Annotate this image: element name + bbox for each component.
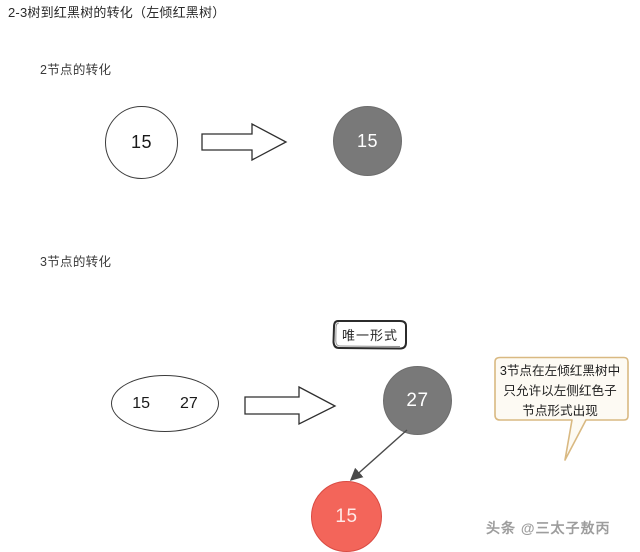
callout-bubble-shape <box>494 356 629 461</box>
three-node-source-value-right: 27 <box>180 394 198 412</box>
three-node-result-child-value: 15 <box>335 505 358 527</box>
three-node-source-value-left: 15 <box>132 394 150 412</box>
arrow-down-left-icon <box>349 429 408 481</box>
unique-form-badge: 唯一形式 <box>331 318 409 351</box>
section-label-two-node: 2节点的转化 <box>40 63 112 77</box>
two-node-result-value: 15 <box>356 130 379 151</box>
page-title: 2-3树到红黑树的转化（左倾红黑树） <box>8 5 226 20</box>
watermark-text: 头条 @三太子敖丙 <box>486 520 611 536</box>
sketch-rounded-rect-icon <box>332 320 407 350</box>
three-node-source-ellipse: 15 27 <box>111 375 219 432</box>
three-node-result-parent-circle: 27 <box>383 366 452 435</box>
two-node-source-value: 15 <box>130 132 153 152</box>
unique-form-badge-label: 唯一形式 <box>341 328 398 343</box>
two-node-result-circle: 15 <box>333 106 402 176</box>
three-node-result-child-circle: 15 <box>311 481 382 552</box>
three-node-result-parent-value: 27 <box>406 389 429 411</box>
block-arrow-right-icon-three-node <box>244 385 337 426</box>
two-node-source-circle: 15 <box>105 106 178 179</box>
annotation-callout-text: 3节点在左倾红黑树中只允许以左侧红色子节点形式出现 <box>499 364 621 418</box>
block-arrow-right-icon-two-node <box>201 122 288 162</box>
section-label-three-node: 3节点的转化 <box>40 255 112 269</box>
annotation-callout: 3节点在左倾红黑树中只允许以左侧红色子节点形式出现 <box>491 356 629 464</box>
